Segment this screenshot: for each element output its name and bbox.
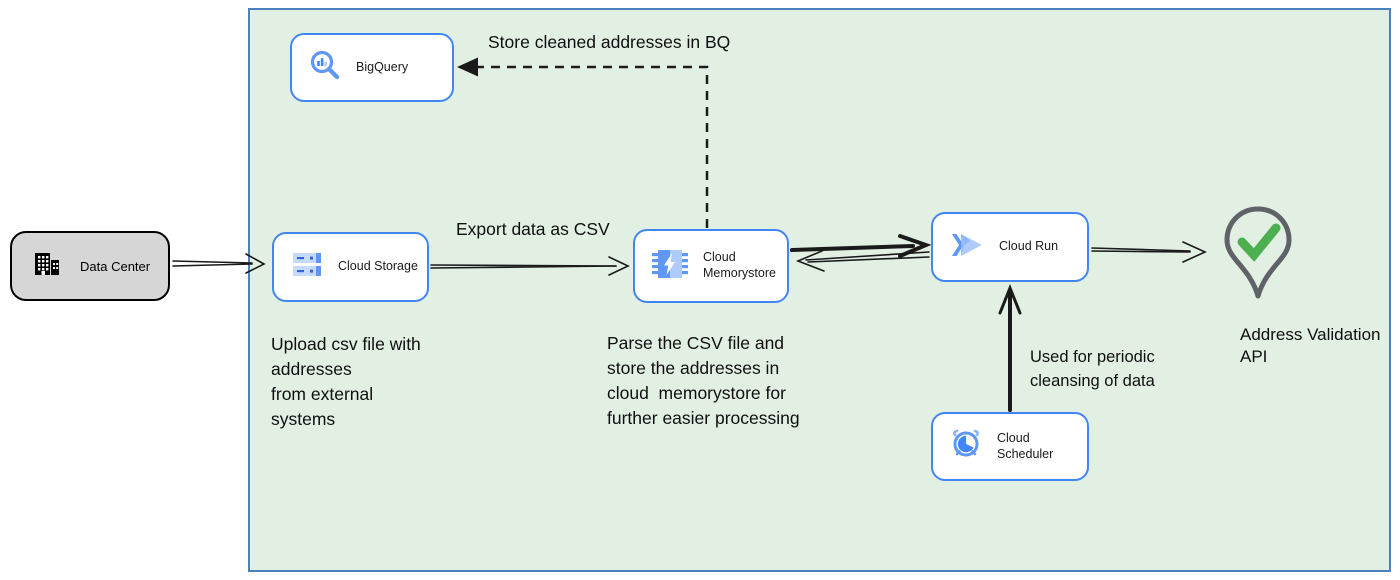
node-data-center: Data Center bbox=[10, 231, 170, 301]
node-label: Cloud Memorystore bbox=[703, 250, 776, 280]
node-bigquery: BigQuery bbox=[290, 33, 454, 102]
node-label: BigQuery bbox=[356, 59, 409, 74]
node-cloud-run: Cloud Run bbox=[931, 212, 1089, 282]
node-cloud-scheduler: Cloud Scheduler bbox=[931, 412, 1089, 481]
bigquery-icon bbox=[309, 49, 341, 86]
note-parse-csv: Parse the CSV file and store the address… bbox=[607, 333, 800, 428]
node-label: Cloud Scheduler bbox=[997, 430, 1054, 461]
edge-label-store-bq: Store cleaned addresses in BQ bbox=[488, 32, 731, 52]
edge-label-periodic-cleansing: Used for periodic cleansing of data bbox=[1030, 348, 1155, 390]
node-address-validation-api bbox=[1219, 203, 1297, 330]
scheduler-icon bbox=[950, 428, 982, 465]
node-label: Data Center bbox=[80, 258, 151, 274]
cloud-run-icon bbox=[950, 231, 984, 264]
node-cloud-storage: Cloud Storage bbox=[272, 232, 429, 302]
node-cloud-memorystore: Cloud Memorystore bbox=[633, 229, 789, 303]
node-label-address-validation: Address Validation API bbox=[1240, 325, 1381, 367]
gcp-boundary-container bbox=[248, 8, 1391, 572]
cloud-storage-icon bbox=[291, 251, 323, 284]
edge-label-export-csv: Export data as CSV bbox=[456, 219, 610, 239]
node-label: Cloud Storage bbox=[338, 259, 418, 274]
memorystore-icon bbox=[652, 248, 688, 285]
note-upload-csv: Upload csv file with addresses from exte… bbox=[271, 334, 421, 429]
node-label: Cloud Run bbox=[999, 239, 1059, 254]
map-pin-check-icon bbox=[1219, 206, 1297, 329]
building-icon bbox=[32, 250, 62, 283]
